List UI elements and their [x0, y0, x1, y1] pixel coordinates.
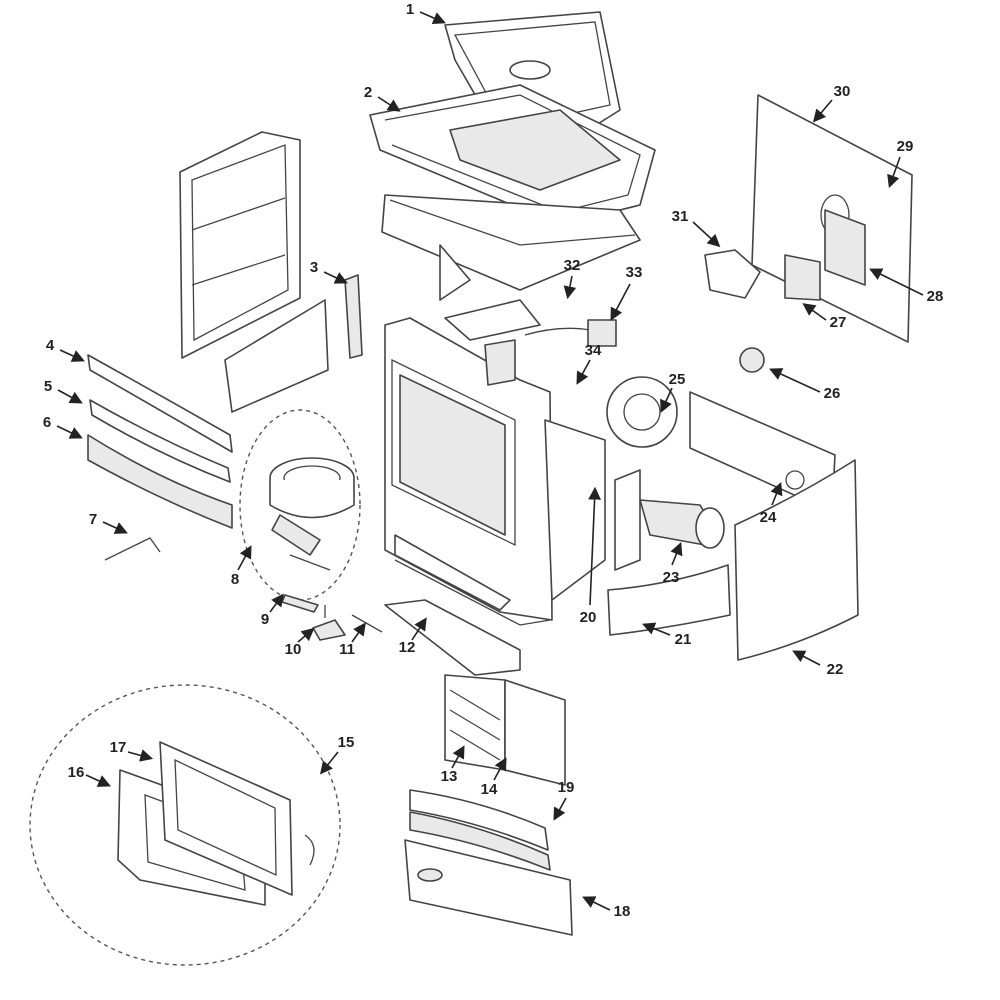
- part-back-panel-30: [751, 94, 913, 343]
- callout-27: 27: [830, 314, 847, 331]
- callout-6: 6: [43, 414, 51, 431]
- callout-16: 16: [68, 764, 85, 781]
- part-handle-rod: [104, 537, 161, 561]
- callout-15: 15: [338, 734, 355, 751]
- callout-33: 33: [626, 264, 643, 281]
- part-door-assembly: [29, 684, 341, 966]
- callout-11: 11: [339, 641, 355, 658]
- callout-28: 28: [927, 288, 944, 305]
- callout-20: 20: [580, 609, 597, 626]
- callout-14: 14: [481, 781, 498, 798]
- callout-arrows: [56, 11, 924, 911]
- part-firebrick-13-14: [444, 674, 566, 786]
- part-front-panel-21: [607, 564, 731, 636]
- callout-26: 26: [824, 385, 841, 402]
- part-switch-26: [739, 347, 765, 373]
- part-ash-pan-18-19: [404, 789, 573, 936]
- callout-30: 30: [834, 83, 851, 100]
- part-blower-25: [606, 376, 678, 448]
- part-exhaust-31: [704, 249, 761, 299]
- callout-3: 3: [310, 259, 318, 276]
- part-side-panel-right-22: [734, 459, 859, 661]
- callout-2: 2: [364, 84, 372, 101]
- part-top-tray: [381, 194, 641, 301]
- callout-34: 34: [585, 342, 602, 359]
- callout-10: 10: [285, 641, 302, 658]
- callout-31: 31: [672, 208, 689, 225]
- callout-12: 12: [399, 639, 416, 656]
- callout-7: 7: [89, 511, 97, 528]
- callout-5: 5: [44, 378, 52, 395]
- callout-22: 22: [827, 661, 844, 678]
- part-auger-assembly: [444, 299, 617, 386]
- callout-4: 4: [46, 337, 55, 354]
- callout-24: 24: [760, 509, 777, 526]
- callout-25: 25: [669, 371, 686, 388]
- part-firebox: [384, 317, 606, 626]
- part-side-trim: [224, 274, 363, 413]
- callout-23: 23: [663, 569, 680, 586]
- part-side-panel-left: [179, 131, 301, 359]
- part-control-box-27: [784, 254, 821, 301]
- part-burn-pot-group: [239, 409, 361, 601]
- callout-18: 18: [614, 903, 631, 920]
- callout-32: 32: [564, 257, 581, 274]
- callout-13: 13: [441, 768, 458, 785]
- callout-labels: 1 2 3 4 5 6 7 8 9 10 11 12 13 14 15 16 1…: [43, 1, 944, 920]
- callout-17: 17: [110, 739, 127, 756]
- part-convection-blower-23: [614, 469, 725, 571]
- part-bars: [87, 354, 233, 529]
- callout-29: 29: [897, 138, 914, 155]
- part-top: [369, 84, 656, 226]
- part-small-hardware: [281, 594, 383, 641]
- callout-21: 21: [675, 631, 692, 648]
- callout-9: 9: [261, 611, 269, 628]
- callout-8: 8: [231, 571, 239, 588]
- callout-19: 19: [558, 779, 575, 796]
- callout-1: 1: [406, 1, 414, 18]
